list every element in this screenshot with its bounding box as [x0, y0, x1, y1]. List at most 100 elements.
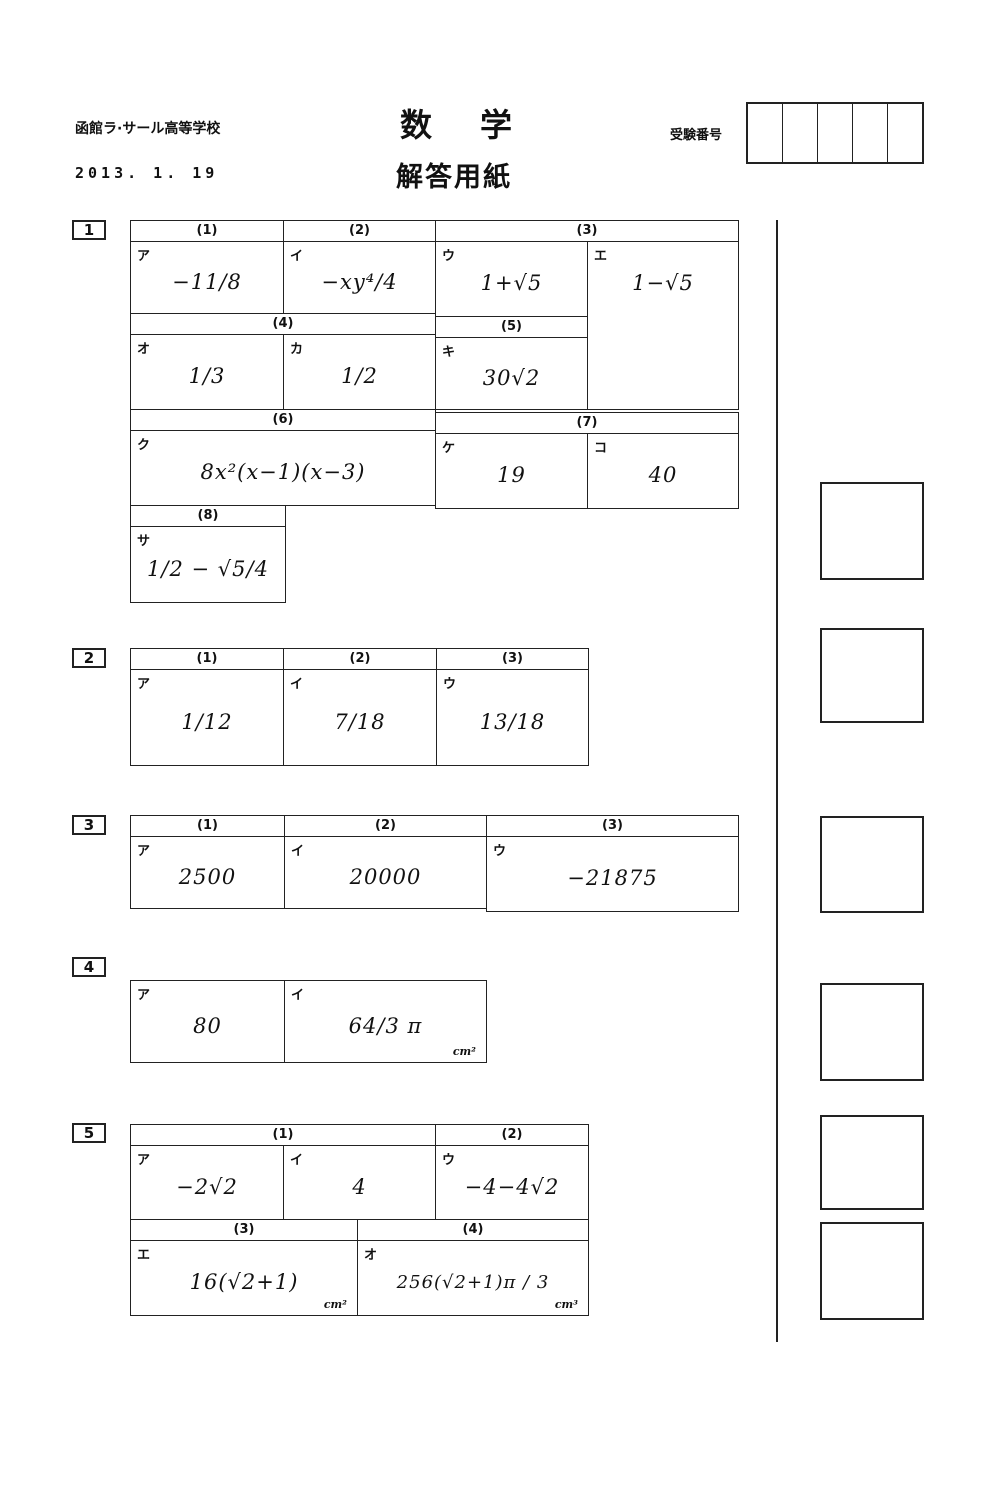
q1-header-7: (7) [435, 412, 739, 434]
question-number-4: 4 [72, 957, 106, 977]
answer-cell-q4-i[interactable]: イ 64/3 π cm² [284, 980, 487, 1063]
answer-label: イ [290, 249, 304, 264]
exam-number-boxes[interactable] [746, 102, 924, 164]
answer-label: ア [137, 844, 151, 859]
answer-cell-q5-e[interactable]: エ 16(√2+1) cm² [130, 1240, 358, 1316]
answer-value: 2500 [178, 864, 237, 889]
answer-value: 4 [352, 1174, 367, 1199]
score-box-q5b[interactable] [820, 1222, 924, 1320]
answer-cell-q5-a[interactable]: ア −2√2 [130, 1145, 284, 1220]
answer-cell-q3-i[interactable]: イ 20000 [284, 836, 487, 909]
answer-value: 30√2 [482, 365, 541, 390]
answer-cell-q1-o[interactable]: オ 1/3 [130, 334, 284, 410]
q1-header-5: (5) [435, 316, 588, 338]
q1-header-1: (1) [130, 220, 284, 242]
question-number-5: 5 [72, 1123, 106, 1143]
q1-header-3: (3) [435, 220, 739, 242]
exam-number-digit-box[interactable] [748, 104, 783, 162]
answer-cell-q3-u[interactable]: ウ −21875 [486, 836, 739, 912]
q1-header-6: (6) [130, 409, 436, 431]
empty-cell [587, 316, 739, 410]
q5-header-3: (3) [130, 1219, 358, 1241]
answer-label: ア [137, 988, 151, 1003]
answer-label: イ [291, 844, 305, 859]
answer-label: エ [594, 249, 608, 264]
answer-label: ウ [442, 249, 456, 264]
sheet-title: 解答用紙 [396, 162, 512, 193]
answer-label: コ [594, 441, 608, 456]
score-box-q5a[interactable] [820, 1115, 924, 1210]
exam-number-digit-box[interactable] [888, 104, 922, 162]
answer-label: ク [137, 438, 151, 453]
question-number-3: 3 [72, 815, 106, 835]
answer-cell-q1-ku[interactable]: ク 8x²(x−1)(x−3) [130, 430, 436, 506]
answer-value: 1+√5 [480, 271, 543, 295]
answer-value: 256(√2+1)π / 3 [396, 1271, 550, 1293]
answer-cell-q5-i[interactable]: イ 4 [283, 1145, 436, 1220]
school-name: 函館ラ·サール高等学校 [75, 121, 221, 137]
answer-value: 40 [648, 463, 678, 487]
answer-label: サ [137, 534, 151, 549]
answer-cell-q1-ko[interactable]: コ 40 [587, 433, 739, 509]
answer-label: オ [137, 342, 151, 357]
score-box-q1[interactable] [820, 482, 924, 580]
answer-cell-q1-sa[interactable]: サ 1/2 − √5/4 [130, 526, 286, 603]
answer-cell-q1-i[interactable]: イ −xy⁴/4 [283, 241, 436, 314]
q5-header-1: (1) [130, 1124, 436, 1146]
answer-cell-q5-o[interactable]: オ 256(√2+1)π / 3 cm³ [357, 1240, 589, 1316]
exam-number-label: 受験番号 [670, 128, 723, 143]
q1-header-4: (4) [130, 313, 436, 335]
answer-label: オ [364, 1248, 378, 1263]
unit-label: cm² [452, 1045, 476, 1058]
answer-value: 80 [193, 1013, 222, 1038]
exam-number-digit-box[interactable] [783, 104, 818, 162]
answer-label: ウ [442, 1153, 456, 1168]
q3-header-1: (1) [130, 815, 285, 837]
answer-cell-q1-ka[interactable]: カ 1/2 [283, 334, 436, 410]
q3-header-2: (2) [284, 815, 487, 837]
answer-cell-q2-i[interactable]: イ 7/18 [283, 669, 437, 766]
answer-cell-q1-a[interactable]: ア −11/8 [130, 241, 284, 314]
q2-header-3: (3) [436, 648, 589, 670]
q5-header-2: (2) [435, 1124, 589, 1146]
answer-label: ア [137, 677, 151, 692]
answer-value: −xy⁴/4 [321, 269, 398, 294]
answer-value: 1−√5 [632, 271, 694, 295]
score-box-q4[interactable] [820, 983, 924, 1081]
answer-cell-q5-u[interactable]: ウ −4−4√2 [435, 1145, 589, 1220]
exam-number-digit-box[interactable] [818, 104, 853, 162]
answer-value: 1/3 [188, 364, 226, 388]
answer-cell-q1-e[interactable]: エ 1−√5 [587, 241, 739, 317]
answer-value: 8x²(x−1)(x−3) [200, 460, 366, 484]
score-box-q3[interactable] [820, 816, 924, 913]
answer-cell-q1-u[interactable]: ウ 1+√5 [435, 241, 588, 317]
question-number-2: 2 [72, 648, 106, 668]
answer-label: イ [290, 677, 304, 692]
answer-cell-q1-ke[interactable]: ケ 19 [435, 433, 588, 509]
answer-cell-q4-a[interactable]: ア 80 [130, 980, 285, 1063]
answer-value: 20000 [349, 864, 422, 889]
answer-value: 1/2 [341, 364, 378, 388]
answer-label: キ [442, 345, 456, 360]
subject-title: 数学 [400, 106, 561, 144]
answer-label: イ [291, 988, 305, 1003]
answer-value: −2√2 [176, 1174, 238, 1199]
score-box-q2[interactable] [820, 628, 924, 723]
answer-value: 16(√2+1) [189, 1270, 299, 1294]
answer-value: 1/2 − √5/4 [147, 556, 269, 581]
exam-number-digit-box[interactable] [853, 104, 888, 162]
answer-label: ウ [493, 844, 507, 859]
answer-cell-q2-a[interactable]: ア 1/12 [130, 669, 284, 766]
answer-cell-q1-ki[interactable]: キ 30√2 [435, 337, 588, 410]
q1-header-8: (8) [130, 505, 286, 527]
answer-label: カ [290, 342, 304, 357]
question-number-1: 1 [72, 220, 106, 240]
answer-cell-q3-a[interactable]: ア 2500 [130, 836, 285, 909]
vertical-divider [776, 220, 778, 1342]
answer-value: 13/18 [479, 709, 546, 734]
q1-header-2: (2) [283, 220, 436, 242]
answer-cell-q2-u[interactable]: ウ 13/18 [436, 669, 589, 766]
answer-value: 1/12 [181, 709, 233, 734]
answer-value: 64/3 π [348, 1013, 423, 1038]
answer-value: −11/8 [172, 269, 242, 294]
